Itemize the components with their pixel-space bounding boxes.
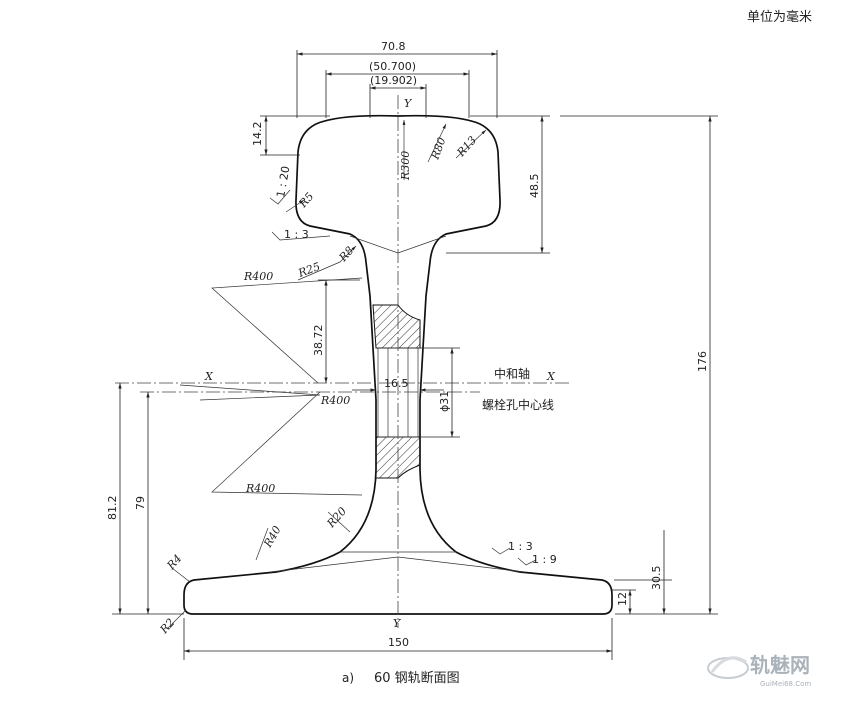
neutral-offset-value: 38.72 [312, 325, 325, 357]
slope-head-under-mark [271, 231, 331, 241]
caption-label: a) [342, 671, 354, 685]
r40-label: R40 [261, 524, 284, 551]
slope-base-1-label: 1 : 3 [508, 540, 533, 553]
height-81-value: 81.2 [106, 496, 119, 521]
r400-top-leader [211, 277, 363, 384]
r5-leader [285, 199, 305, 213]
web-thickness-value: 16.5 [384, 377, 409, 390]
r80-label: R80 [428, 136, 448, 162]
watermark-cn: 轨魅网 [750, 653, 810, 677]
r13-leader [455, 129, 487, 159]
inner-width-2-value: (19.902) [370, 74, 417, 87]
r40-leader [255, 527, 269, 561]
r4-label: R4 [164, 552, 185, 573]
r20-label: R20 [324, 505, 349, 531]
r2-label: R2 [157, 616, 178, 637]
slope-head-under-label: 1 : 3 [284, 228, 309, 241]
slope-base-1-mark [491, 547, 511, 555]
r400-mid-leader [179, 384, 321, 401]
r400-mid-label: R400 [320, 394, 350, 407]
r400-top-label: R400 [243, 270, 273, 283]
watermark-logo [707, 656, 749, 679]
height-79-value: 79 [134, 496, 147, 510]
head-width-value: 70.8 [381, 40, 406, 53]
r400-low-label: R400 [245, 482, 275, 495]
slope-head-side-mark [269, 189, 291, 205]
r5-label: R5 [296, 190, 317, 211]
head-top-height-value: 14.2 [251, 122, 264, 147]
total-height-value: 176 [696, 351, 709, 372]
base-edge-value: 12 [616, 592, 629, 606]
r25-leader [297, 261, 341, 281]
neutral-axis-label: 中和轴 [494, 366, 530, 381]
head-depth-value: 48.5 [528, 174, 541, 199]
r25-label: R25 [296, 260, 322, 280]
watermark-en: GuiMei68.Com [760, 680, 811, 688]
inner-width-1-value: (50.700) [369, 60, 416, 73]
r400-low-leader [211, 391, 363, 496]
r2-leader [167, 609, 187, 629]
r20-leader [327, 511, 351, 533]
r300-label: R300 [399, 151, 412, 181]
r80-leader [427, 123, 447, 163]
y-axis-bottom-label: Y [393, 617, 402, 630]
slope-head-side-label: 1 : 20 [274, 165, 292, 198]
y-axis-top-label: Y [404, 97, 413, 110]
r4-leader [171, 567, 191, 583]
unit-note: 单位为毫米 [747, 9, 812, 25]
base-width-value: 150 [388, 636, 409, 649]
upper-hatch-region [372, 304, 421, 349]
caption-text: 60 钢轨断面图 [374, 671, 460, 686]
r13-label: R13 [454, 134, 479, 160]
slope-base-2-label: 1 : 9 [532, 553, 557, 566]
slope-base-2-mark [517, 557, 537, 566]
base-height-value: 30.5 [650, 566, 663, 591]
r8-label: R8 [336, 244, 357, 265]
hole-diameter-value: ϕ31 [438, 391, 451, 412]
x-axis-left-label: X [204, 370, 214, 383]
bolt-center-label: 螺栓孔中心线 [482, 397, 554, 412]
x-axis-right-label: X [546, 370, 556, 383]
r8-leader [339, 245, 357, 263]
